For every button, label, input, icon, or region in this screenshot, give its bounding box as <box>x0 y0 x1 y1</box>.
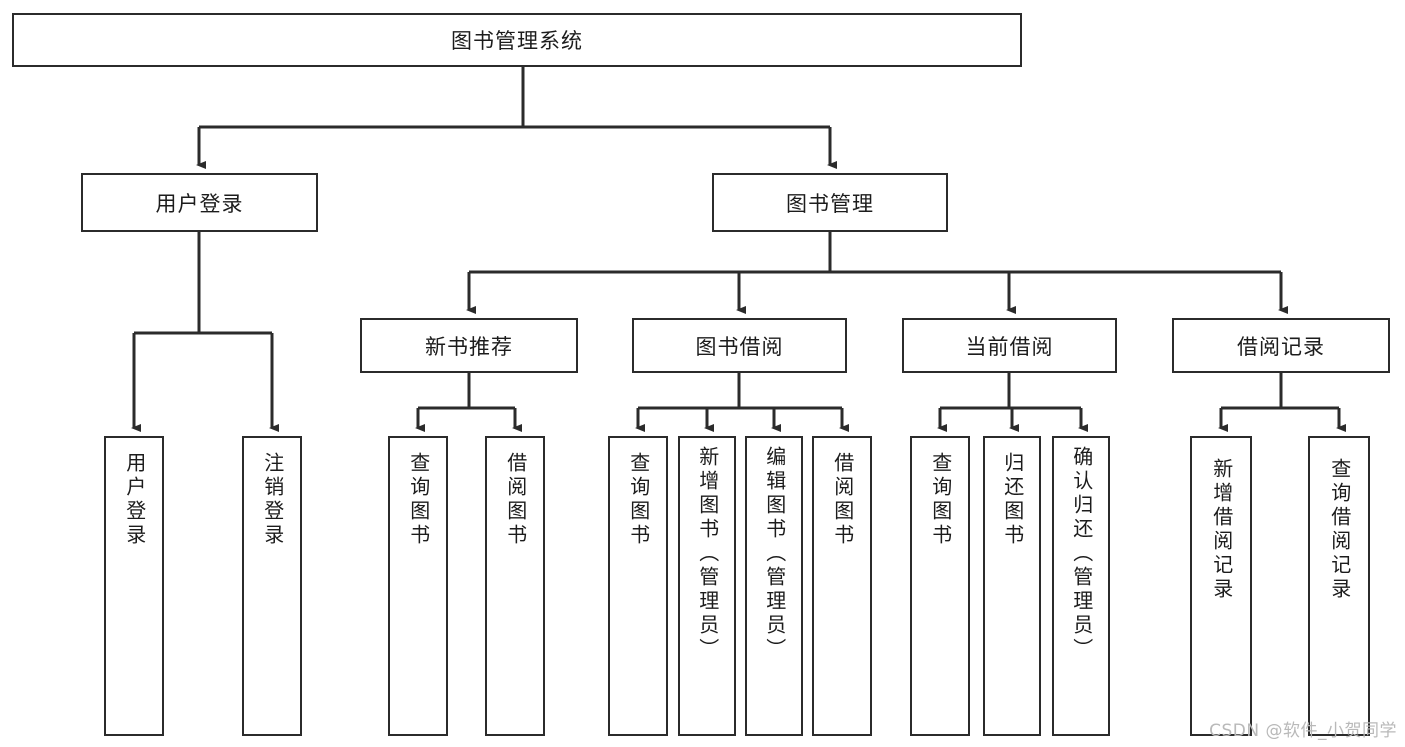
node-label: 图书管理系统 <box>451 29 583 53</box>
node-label: 图书管理 <box>786 191 874 216</box>
leaf-query-book-2[interactable]: 查询图书 <box>608 436 668 736</box>
leaf-edit-book[interactable]: 编辑图书（管理员） <box>745 436 803 736</box>
leaf-confirm-return[interactable]: 确认归还（管理员） <box>1052 436 1110 736</box>
leaf-add-record[interactable]: 新增借阅记录 <box>1190 436 1252 736</box>
node-label: 新增图书（管理员） <box>695 446 720 662</box>
node-label: 当前借阅 <box>965 334 1054 359</box>
leaf-query-book-3[interactable]: 查询图书 <box>910 436 970 736</box>
leaf-query-record[interactable]: 查询借阅记录 <box>1308 436 1370 736</box>
node-label: 查询图书 <box>626 452 651 548</box>
node-borrow-record[interactable]: 借阅记录 <box>1172 318 1390 373</box>
node-label: 借阅记录 <box>1237 334 1325 359</box>
node-label: 图书借阅 <box>695 334 784 359</box>
leaf-query-book-1[interactable]: 查询图书 <box>388 436 448 736</box>
node-label: 借阅图书 <box>503 452 528 548</box>
watermark: CSDN @软件_小贺同学 <box>1209 721 1397 741</box>
node-label: 用户登录 <box>122 452 147 548</box>
leaf-borrow-book-1[interactable]: 借阅图书 <box>485 436 545 736</box>
node-label: 查询图书 <box>928 452 953 548</box>
leaf-return-book[interactable]: 归还图书 <box>983 436 1041 736</box>
node-label: 编辑图书（管理员） <box>762 446 787 662</box>
node-label: 新书推荐 <box>425 334 513 359</box>
node-user-login[interactable]: 用户登录 <box>81 173 318 232</box>
node-root[interactable]: 图书管理系统 <box>12 13 1022 67</box>
node-new-book-recommend[interactable]: 新书推荐 <box>360 318 578 373</box>
node-current-borrow[interactable]: 当前借阅 <box>902 318 1117 373</box>
node-book-manage[interactable]: 图书管理 <box>712 173 948 232</box>
leaf-borrow-book-2[interactable]: 借阅图书 <box>812 436 872 736</box>
leaf-add-book[interactable]: 新增图书（管理员） <box>678 436 736 736</box>
node-label: 新增借阅记录 <box>1209 458 1234 602</box>
node-label: 确认归还（管理员） <box>1069 446 1094 662</box>
node-label: 查询借阅记录 <box>1327 458 1352 602</box>
leaf-logout[interactable]: 注销登录 <box>242 436 302 736</box>
node-book-borrow[interactable]: 图书借阅 <box>632 318 847 373</box>
leaf-user-login[interactable]: 用户登录 <box>104 436 164 736</box>
node-label: 用户登录 <box>155 191 244 216</box>
node-label: 注销登录 <box>260 452 285 548</box>
node-label: 借阅图书 <box>830 452 855 548</box>
node-label: 查询图书 <box>406 452 431 548</box>
node-label: 归还图书 <box>1000 452 1025 548</box>
